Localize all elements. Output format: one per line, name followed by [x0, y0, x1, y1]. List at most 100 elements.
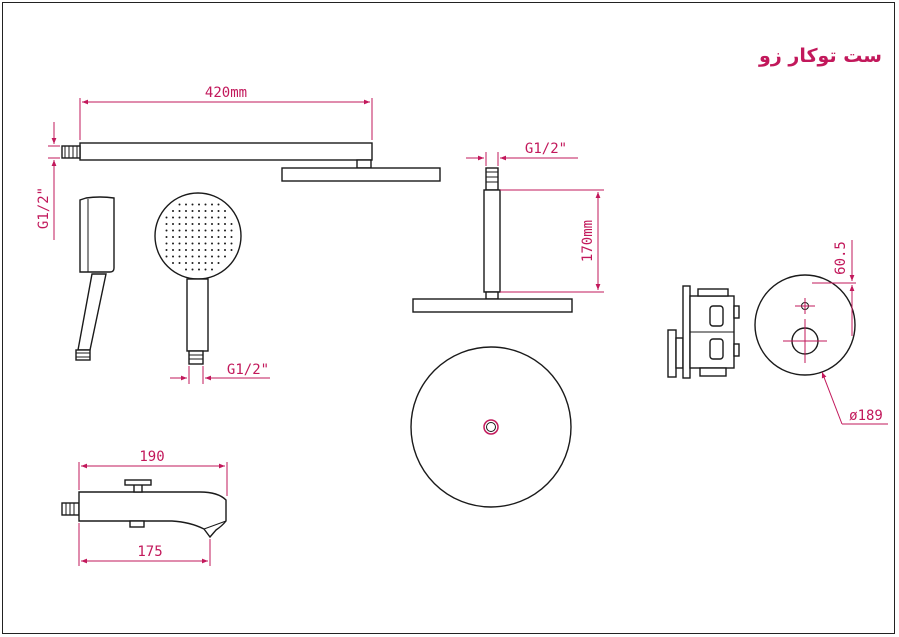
rain-shower-head-top-view [410, 346, 572, 508]
nozzle-dot [198, 249, 200, 251]
bath-spout [61, 479, 227, 539]
cover-plate-diameter-label: ø189 [849, 408, 883, 424]
nozzle-dot [185, 249, 187, 251]
nozzle-dot [165, 242, 168, 245]
nozzle-dot [224, 229, 226, 232]
nozzle-dot [185, 229, 187, 232]
nozzle-dot [224, 249, 226, 251]
nozzle-dot [172, 236, 174, 238]
nozzle-dot [191, 216, 194, 219]
nozzle-dot [211, 216, 213, 219]
nozzle-dot [165, 223, 168, 225]
nozzle-dot [178, 223, 181, 225]
dim-shower-arm-thread: G1/2" [36, 122, 60, 240]
hand-shower [154, 192, 242, 365]
nozzle-dot [217, 223, 220, 225]
nozzle-dot [191, 223, 194, 225]
nozzle-dot [211, 229, 213, 232]
spout-length-bottom-label: 175 [137, 544, 162, 560]
nozzle-dot [217, 236, 220, 238]
nozzle-dot [178, 255, 181, 258]
nozzle-dot [211, 236, 213, 238]
nozzle-dot [211, 223, 213, 225]
dim-spout-top: 190 [78, 449, 228, 496]
nozzle-dot [178, 216, 181, 219]
nozzle-dot [198, 216, 200, 219]
nozzle-dot [224, 255, 226, 258]
nozzle-dot [178, 210, 181, 212]
nozzle-dot [185, 255, 187, 258]
nozzle-dot [191, 229, 194, 232]
nozzle-dot [198, 203, 200, 206]
hand-shower-holder [75, 196, 115, 361]
nozzle-dot [230, 236, 233, 238]
ceiling-arm-thread-label: G1/2" [525, 141, 567, 157]
nozzle-dot [211, 268, 213, 271]
ceiling-shower-arm [412, 167, 573, 313]
nozzle-dot [185, 203, 187, 206]
nozzle-dot [198, 229, 200, 232]
shower-arm-length-label: 420mm [205, 85, 247, 101]
dim-cover-plate-diameter: ø189 [821, 371, 888, 425]
nozzle-dot [230, 242, 233, 245]
nozzle-dot [217, 216, 220, 219]
hand-shower-nozzles [165, 203, 233, 271]
nozzle-dot [172, 249, 174, 251]
nozzle-dot [211, 262, 213, 264]
nozzle-dot [230, 249, 233, 251]
nozzle-dot [217, 242, 220, 245]
nozzle-dot [178, 203, 181, 206]
nozzle-dot [185, 216, 187, 219]
nozzle-dot [204, 255, 207, 258]
concealed-valve-body [667, 285, 740, 379]
nozzle-dot [185, 210, 187, 212]
nozzle-dot [172, 262, 174, 264]
nozzle-dot [191, 262, 194, 264]
dim-hand-shower-thread: G1/2" [170, 362, 270, 384]
nozzle-dot [178, 262, 181, 264]
nozzle-dot [217, 229, 220, 232]
nozzle-dot [178, 242, 181, 245]
nozzle-dot [204, 210, 207, 212]
nozzle-dot [224, 242, 226, 245]
nozzle-dot [172, 229, 174, 232]
nozzle-dot [165, 236, 168, 238]
nozzle-dot [224, 236, 226, 238]
dim-spout-bottom: 175 [78, 523, 211, 566]
nozzle-dot [185, 268, 187, 271]
nozzle-dot [217, 262, 220, 264]
nozzle-dot [191, 236, 194, 238]
nozzle-dot [178, 236, 181, 238]
nozzle-dot [198, 236, 200, 238]
nozzle-dot [165, 249, 168, 251]
nozzle-dot [217, 210, 220, 212]
nozzle-dot [191, 210, 194, 212]
nozzle-dot [211, 249, 213, 251]
nozzle-dot [185, 223, 187, 225]
dim-ceiling-arm-thread: G1/2" [466, 141, 578, 166]
nozzle-dot [217, 255, 220, 258]
nozzle-dot [191, 268, 194, 271]
nozzle-dot [204, 216, 207, 219]
nozzle-dot [204, 268, 207, 271]
hand-shower-thread-label: G1/2" [227, 362, 269, 378]
nozzle-dot [191, 242, 194, 245]
nozzle-dot [211, 242, 213, 245]
nozzle-dot [217, 249, 220, 251]
nozzle-dot [224, 216, 226, 219]
dim-shower-arm-length: 420mm [79, 85, 373, 140]
nozzle-dot [165, 216, 168, 219]
nozzle-dot [224, 223, 226, 225]
dim-valve-offset: 60.5 [812, 240, 856, 336]
nozzle-dot [165, 229, 168, 232]
nozzle-dot [172, 255, 174, 258]
page-title: ست توکار زو [758, 45, 882, 67]
nozzle-dot [191, 249, 194, 251]
nozzle-dot [198, 210, 200, 212]
valve-cover-plate [754, 274, 856, 376]
nozzle-dot [198, 268, 200, 271]
nozzle-dot [178, 249, 181, 251]
nozzle-dot [230, 229, 233, 232]
